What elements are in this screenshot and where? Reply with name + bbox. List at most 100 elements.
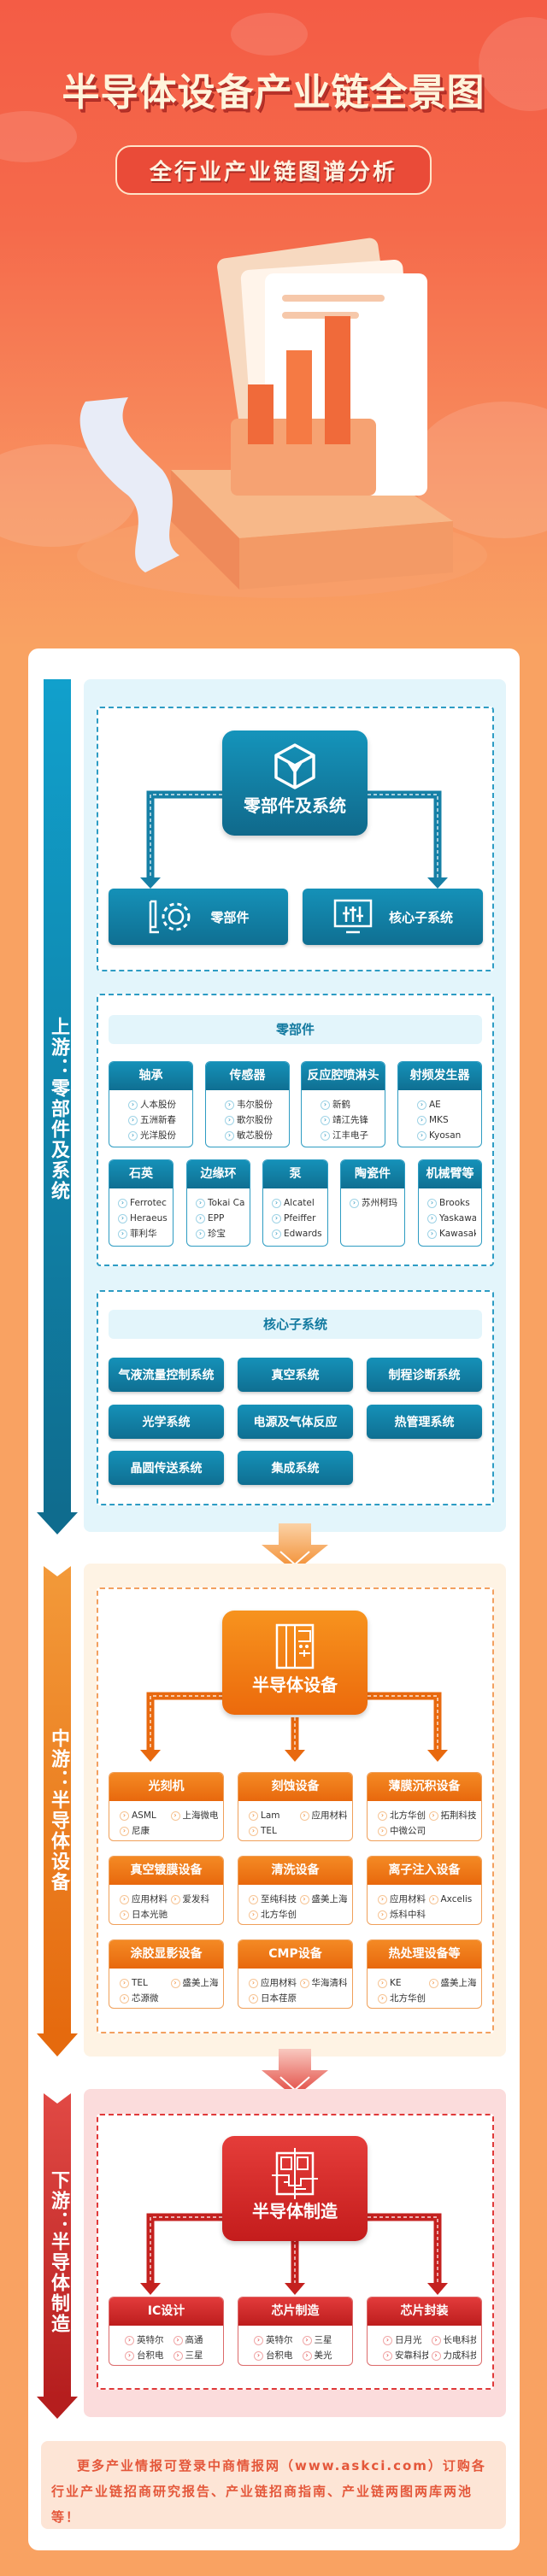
branch-core-subsystems-label: 核心子系统 <box>388 909 453 925</box>
company-item: 力成科技 <box>432 2348 477 2363</box>
company-list: 应用材料爱发科日本光驰 <box>109 1885 223 1922</box>
company-item: 应用材料 <box>300 1808 348 1823</box>
company-list: 韦尔股份歌尔股份敏芯股份 <box>206 1090 289 1143</box>
company-item: 盛美上海 <box>300 1892 348 1907</box>
company-list: TEL盛美上海芯源微 <box>109 1969 223 2006</box>
company-item: ASML <box>120 1808 168 1823</box>
company-item: 光洋股份 <box>128 1128 187 1143</box>
category-card-title: 薄膜沉积设备 <box>368 1773 481 1801</box>
upstream-hub: 零部件及系统 <box>222 731 368 836</box>
subsystems-title: 核心子系统 <box>109 1310 482 1339</box>
page-title: 半导体设备产业链全景图 <box>62 71 485 114</box>
category-card-title: IC设计 <box>109 2297 223 2326</box>
monitor-sliders-icon <box>333 899 373 934</box>
category-card-title: CMP设备 <box>238 1940 352 1969</box>
category-card: 芯片封装日月光长电科技安靠科技力成科技 <box>367 2297 482 2366</box>
midstream-stage-bar: 中游：半导体设备 <box>37 1561 78 2033</box>
company-item: 烁科中科信 <box>378 1907 426 1922</box>
category-card-title: 芯片制造 <box>238 2297 352 2326</box>
category-card: 射频发生器AEMKSKyosan <box>397 1061 482 1147</box>
bar-notch <box>37 1561 78 1576</box>
category-card-title: 热处理设备等 <box>368 1940 481 1969</box>
category-card: 陶瓷件苏州柯玛 <box>340 1159 405 1247</box>
category-card: CMP设备应用材料华海清科日本荏原 <box>238 1939 353 2009</box>
midstream-stage-label: 中游：半导体设备 <box>48 1728 69 1892</box>
gear-blueprint-icon <box>150 900 191 934</box>
company-item: 英特尔 <box>125 2332 170 2348</box>
company-item: 爱发科 <box>171 1892 219 1907</box>
company-list: 至纯科技盛美上海北方华创 <box>238 1885 352 1922</box>
company-list: ASML上海微电子尼康 <box>109 1801 223 1839</box>
company-item: 华海清科 <box>300 1975 348 1991</box>
upstream-arrow-tip <box>37 1512 78 1534</box>
company-item: 应用材料 <box>378 1892 426 1907</box>
company-item: Alcatel <box>272 1195 322 1211</box>
subsystem-item: 热管理系统 <box>367 1405 482 1439</box>
company-item: 新鹤 <box>321 1097 379 1112</box>
company-item: 台积电 <box>125 2348 170 2363</box>
company-item: 安靠科技 <box>383 2348 428 2363</box>
subsystem-item: 电源及气体反应 <box>238 1405 353 1439</box>
company-item: 珍宝 <box>196 1226 244 1241</box>
category-card: 薄膜沉积设备北方华创拓荆科技中微公司 <box>367 1772 482 1841</box>
category-card: 涂胶显影设备TEL盛美上海芯源微 <box>109 1939 224 2009</box>
company-item: Axcelis <box>429 1892 477 1907</box>
company-list: 新鹤靖江先锋江丰电子 <box>302 1090 385 1143</box>
company-item: Brooks <box>427 1195 476 1211</box>
company-item: MKS <box>417 1112 476 1128</box>
upstream-stage-bar: 上游：零部件及系统 <box>44 679 71 1512</box>
company-item: 尼康 <box>120 1823 168 1839</box>
category-card-title: 芯片封装 <box>368 2297 481 2326</box>
company-item: 高通 <box>174 2332 219 2348</box>
company-item: Yaskawa <box>427 1211 476 1226</box>
category-card-title: 离子注入设备 <box>368 1857 481 1885</box>
company-item: Kawasaki <box>427 1226 476 1241</box>
company-item: 日月光 <box>383 2332 428 2348</box>
category-card: 传感器韦尔股份歌尔股份敏芯股份 <box>205 1061 290 1147</box>
company-item: 拓荆科技 <box>429 1808 477 1823</box>
company-list: KE盛美上海北方华创 <box>368 1969 481 2006</box>
company-item: TEL <box>120 1975 168 1991</box>
category-card-title: 刻蚀设备 <box>238 1773 352 1801</box>
category-card-title: 陶瓷件 <box>341 1160 404 1188</box>
company-item: 北方华创 <box>378 1808 426 1823</box>
company-item: 日本光驰 <box>120 1907 168 1922</box>
category-card: 泵AlcatelPfeifferEdwards <box>262 1159 328 1247</box>
company-item: 盛美上海 <box>429 1975 477 1991</box>
subsystem-item: 制程诊断系统 <box>367 1358 482 1392</box>
midstream-connector-arrows <box>140 1692 448 1762</box>
cube-icon <box>274 743 315 789</box>
company-list: BrooksYaskawaKawasaki <box>419 1188 481 1241</box>
company-list: 苏州柯玛 <box>341 1188 404 1211</box>
category-card: 轴承人本股份五洲新春光洋股份 <box>109 1061 193 1147</box>
footer-note: 更多产业情报可登录中商情报网（www.askci.com）订购各行业产业链招商研… <box>41 2441 506 2529</box>
category-card-title: 轴承 <box>109 1062 192 1090</box>
company-item: Pfeiffer <box>272 1211 322 1226</box>
category-card: 真空镀膜设备应用材料爱发科日本光驰 <box>109 1856 224 1925</box>
company-list: 应用材料Axcelis烁科中科信 <box>368 1885 481 1922</box>
company-item: Ferrotec <box>118 1195 168 1211</box>
company-item: EPP <box>196 1211 244 1226</box>
company-list: 英特尔三星台积电美光 <box>238 2326 352 2363</box>
downstream-hub-label: 半导体制造 <box>252 2201 338 2221</box>
category-card: 边缘环Tokai CarbonEPP珍宝 <box>186 1159 250 1247</box>
company-list: AlcatelPfeifferEdwards <box>263 1188 327 1241</box>
category-card-title: 射频发生器 <box>398 1062 481 1090</box>
company-item: 应用材料 <box>120 1892 168 1907</box>
subsystem-item: 晶圆传送系统 <box>109 1451 224 1485</box>
company-item: Tokai Carbon <box>196 1195 244 1211</box>
company-item: 韦尔股份 <box>225 1097 284 1112</box>
subsystem-item: 集成系统 <box>238 1451 353 1485</box>
downstream-stage-label: 下游：半导体制造 <box>48 2170 69 2334</box>
category-card: 反应腔喷淋头新鹤靖江先锋江丰电子 <box>301 1061 385 1147</box>
category-card-title: 石英 <box>109 1160 173 1188</box>
downstream-stage-bar: 下游：半导体制造 <box>37 2088 78 2397</box>
category-card: 刻蚀设备Lam应用材料TEL <box>238 1772 353 1841</box>
company-item: 美光 <box>303 2348 348 2363</box>
company-list: 北方华创拓荆科技中微公司 <box>368 1801 481 1839</box>
subsystem-item: 真空系统 <box>238 1358 353 1392</box>
company-item: Edwards <box>272 1226 322 1241</box>
midstream-arrow-tip <box>37 2033 78 2057</box>
company-item: 苏州柯玛 <box>350 1195 399 1211</box>
company-list: Tokai CarbonEPP珍宝 <box>187 1188 250 1241</box>
